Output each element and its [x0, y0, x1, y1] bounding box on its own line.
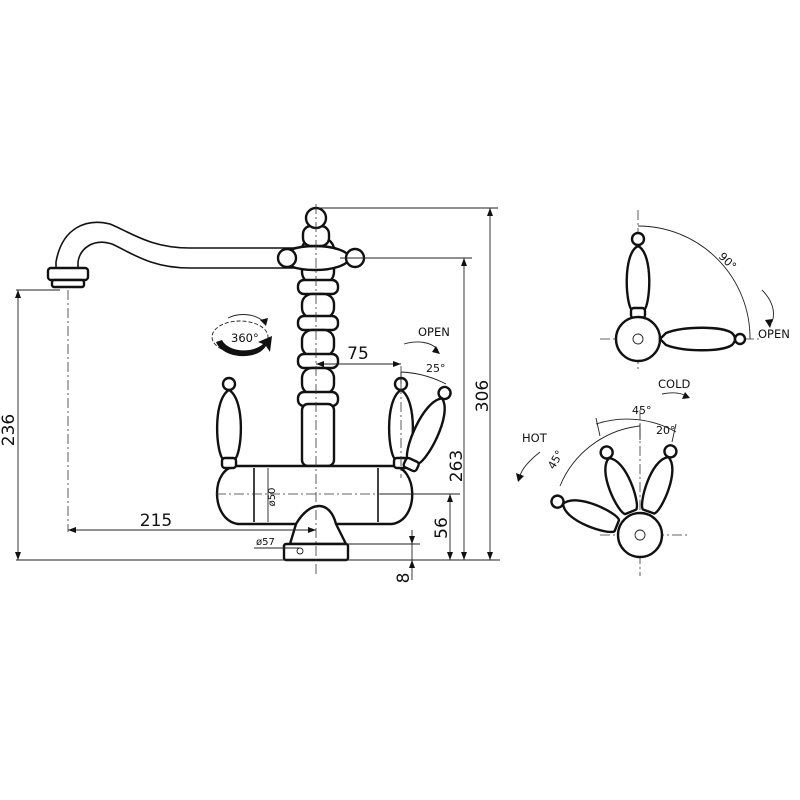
- faucet-front-view: [46, 204, 452, 574]
- spout: [55, 221, 296, 270]
- dim-263: 263: [447, 450, 467, 482]
- angle-45-left-label: 45°: [545, 448, 566, 471]
- top-finial: [276, 206, 366, 272]
- center-column: [296, 236, 340, 468]
- rotate-360-icon: 360°: [211, 314, 272, 357]
- dim-306: 306: [473, 380, 493, 412]
- lever-detail-mixer: 45° 20° 45° COLD HOT: [516, 377, 690, 576]
- right-lever-open: [402, 385, 452, 473]
- dimension-lines: [15, 207, 500, 580]
- angle-20-label: 20°: [656, 424, 676, 437]
- open-label-main: OPEN: [418, 325, 450, 339]
- angle-90-label: 90°: [716, 250, 739, 273]
- mixer-body: [215, 464, 414, 526]
- left-lever: [215, 376, 243, 470]
- rotation-label: 360°: [231, 331, 259, 345]
- dim-base-diameter: ø57: [256, 537, 275, 548]
- lever-angle-label: 25°: [426, 362, 446, 375]
- spout-nozzle: [46, 266, 90, 282]
- hot-label: HOT: [522, 431, 548, 445]
- base: [288, 505, 348, 546]
- dim-215: 215: [140, 511, 172, 531]
- dim-75: 75: [347, 344, 369, 364]
- open-label-top: OPEN: [758, 327, 790, 341]
- dim-body-diameter: ø50: [267, 488, 278, 507]
- dim-236: 236: [0, 414, 19, 446]
- lever-detail-side: 90° OPEN: [600, 210, 790, 372]
- angle-45-upper-label: 45°: [632, 404, 652, 417]
- dim-56: 56: [432, 517, 452, 539]
- open-indicator-main: OPEN 25°: [403, 325, 450, 375]
- dim-8: 8: [394, 573, 414, 584]
- cold-label: COLD: [658, 377, 690, 391]
